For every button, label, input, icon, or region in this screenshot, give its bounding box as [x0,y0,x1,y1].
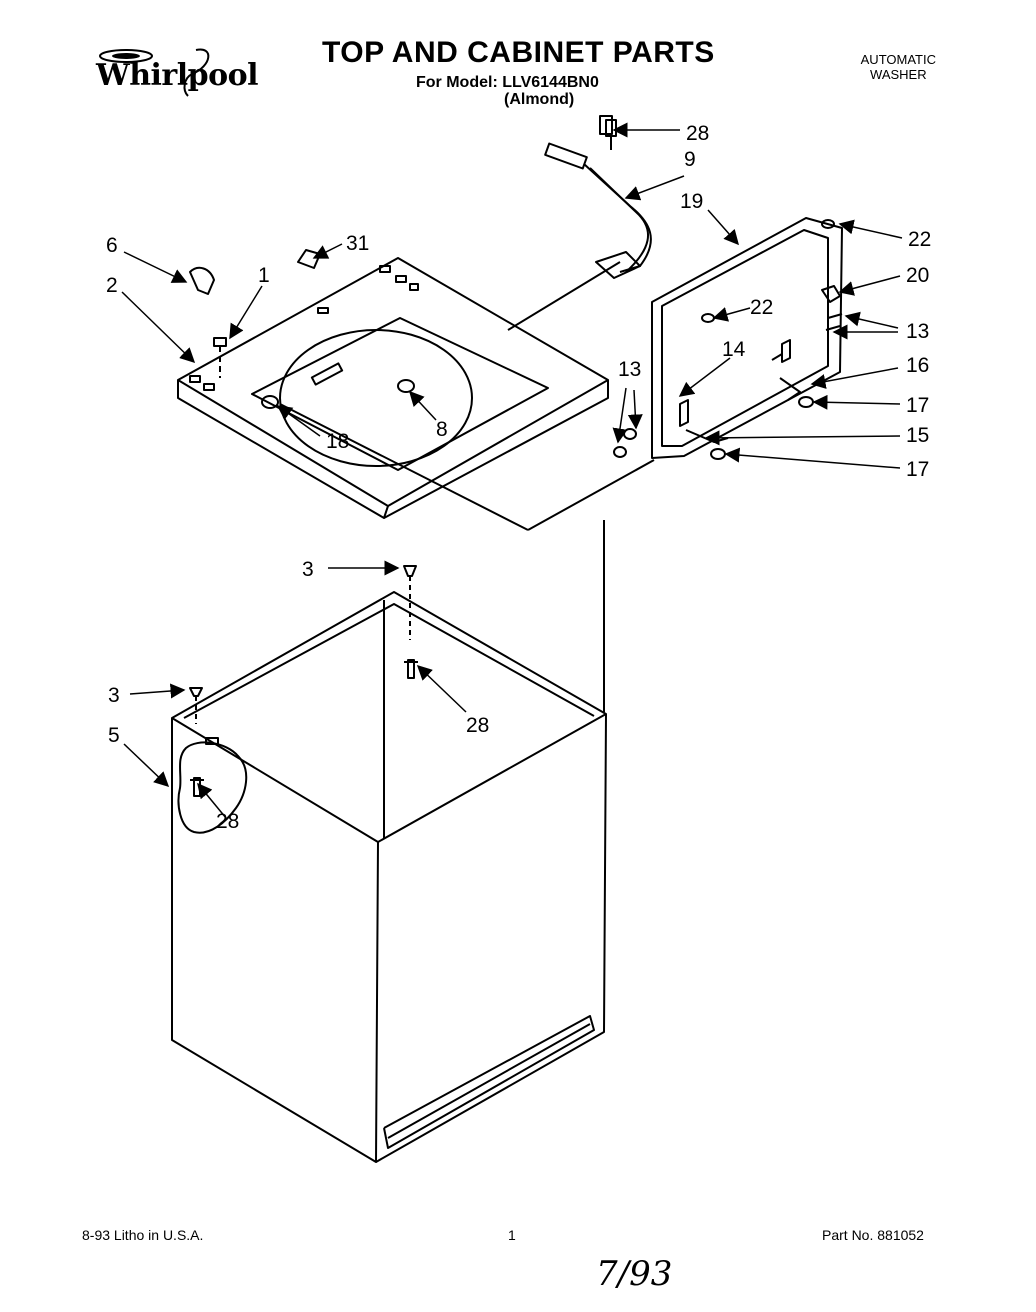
callout-3-top: 3 [302,558,314,581]
page-number: 1 [508,1227,516,1243]
callout-28-cutaway: 28 [216,810,239,833]
part-6-clip [189,266,215,295]
callout-15: 15 [906,424,929,447]
print-info: 8-93 Litho in U.S.A. [82,1227,204,1243]
control-panel-frame [651,217,843,459]
part-31-clip [297,249,321,269]
callout-8: 8 [436,418,448,441]
part-1-bracket [213,337,227,347]
product-type-line2: WASHER [870,67,927,82]
wire-harness [544,119,652,279]
part-number: Part No. 881052 [822,1227,924,1243]
callout-28-cabinet: 28 [466,714,489,737]
callout-28-top: 28 [686,122,709,145]
part-3-clip-left [189,687,203,697]
product-type: AUTOMATIC WASHER [861,52,936,82]
callout-3-left: 3 [108,684,120,707]
part-3-clip-top [403,565,417,577]
part-28-screw [404,659,418,679]
callout-20: 20 [906,264,929,287]
callout-31: 31 [346,232,369,255]
handwritten-date: 7/93 [596,1254,673,1294]
product-type-line1: AUTOMATIC [860,52,936,67]
callout-18: 18 [326,430,349,453]
callout-9: 9 [684,148,696,171]
callout-6: 6 [106,234,118,257]
callout-2: 2 [106,274,118,297]
callout-17-lower: 17 [906,458,929,481]
part-8-nut [397,379,415,393]
part-18-bumper [261,395,279,409]
callout-1: 1 [258,264,270,287]
model-line: For Model: LLV6144BN0 [416,74,599,91]
whirlpool-swirl-logo-icon [99,48,210,97]
callout-13-right: 13 [906,320,929,343]
callout-5: 5 [108,724,120,747]
callout-14: 14 [722,338,746,361]
callout-22-left: 22 [750,296,773,319]
color-line: (Almond) [504,91,575,108]
page-title: TOP AND CABINET PARTS [322,36,715,69]
callout-22-right: 22 [908,228,931,251]
cabinet [171,591,607,1163]
callout-13-left: 13 [618,358,641,381]
callout-19: 19 [680,190,703,213]
top-panel [177,257,609,519]
whirlpool-logo: Whirlpool [96,58,259,93]
callout-17-upper: 17 [906,394,929,417]
callout-16: 16 [906,354,929,377]
